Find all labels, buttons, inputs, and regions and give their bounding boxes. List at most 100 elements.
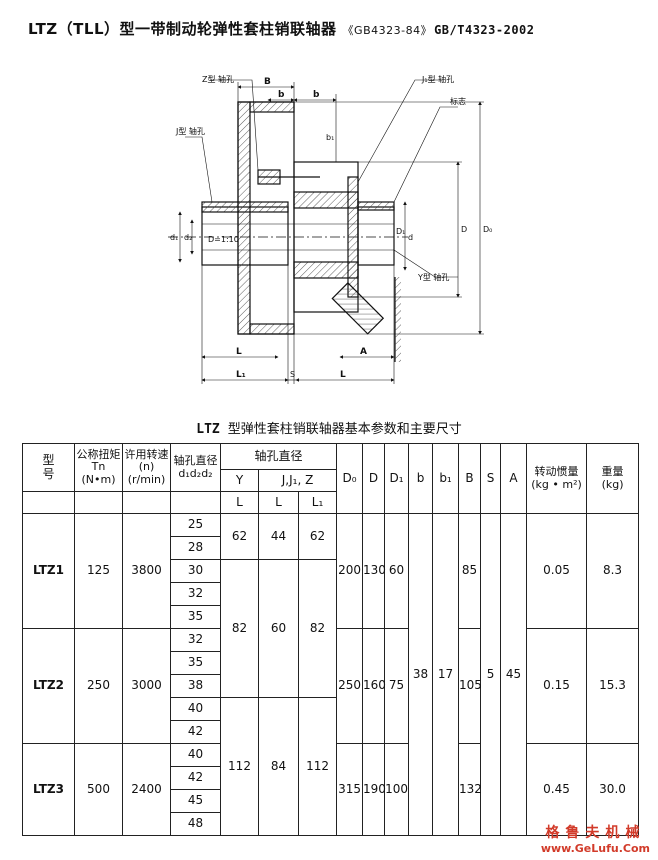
d0-ltz3: 315 <box>336 743 364 836</box>
bore-cell: 32 <box>170 628 221 652</box>
bore-cell: 48 <box>170 812 221 836</box>
header-model: 型 号 <box>22 443 75 492</box>
page-title: LTZ（TLL）型一带制动轮弹性套柱销联轴器《GB4323-84》GB/T432… <box>28 18 638 39</box>
bore-cell: 40 <box>170 743 221 767</box>
speed-ltz3: 2400 <box>122 743 171 836</box>
dim-b: b <box>278 90 285 100</box>
bore-cell: 38 <box>170 674 221 698</box>
label-y-hole: Y型 轴孔 <box>417 272 449 282</box>
d-ltz2: 160 <box>362 628 386 744</box>
header-b1: b₁ <box>432 443 460 514</box>
table-row: LTZ3 500 2400 40 315 190 100 132 0.45 30… <box>22 743 640 836</box>
model-ltz1: LTZ1 <box>22 513 75 629</box>
bore-cell: 45 <box>170 789 221 813</box>
header-weight: 重量 (kg) <box>586 443 640 514</box>
torque-ltz3: 500 <box>74 743 123 836</box>
j-length: 60 <box>258 559 299 698</box>
d0-ltz2: 250 <box>336 628 364 744</box>
header-A: A <box>500 443 528 514</box>
header-L1: L₁ <box>297 491 338 514</box>
bore-cell: 32 <box>170 582 221 606</box>
d-ltz1: 130 <box>362 513 386 629</box>
table-row: 42 <box>23 766 639 790</box>
header-inertia: 转动惯量 (kg • m²) <box>526 443 588 514</box>
model-ltz3: LTZ3 <box>22 743 75 836</box>
spec-table: 型 号 公称扭矩 Tn (N•m) 许用转速 (n) (r/min) 轴孔直径 … <box>22 443 640 836</box>
bore-cell: 35 <box>170 605 221 629</box>
bb-ltz1: 85 <box>458 513 482 629</box>
bore-cell: 25 <box>170 513 221 537</box>
speed-ltz2: 3000 <box>122 628 171 744</box>
d1-ltz3: 100 <box>384 743 410 836</box>
dim-d2: d₂ <box>184 233 192 242</box>
dim-d1: d₁ <box>170 233 178 242</box>
dim-b1: b₁ <box>326 133 334 142</box>
dim-d: d <box>408 233 413 242</box>
model-ltz2: LTZ2 <box>22 628 75 744</box>
j-length: 84 <box>258 697 299 836</box>
table-row: 45 <box>23 789 639 813</box>
torque-ltz1: 125 <box>74 513 123 629</box>
bore-cell: 40 <box>170 697 221 721</box>
coupling-outline <box>168 101 408 362</box>
header-bore-dia: 轴孔直径 d₁d₂d₂ <box>170 443 221 492</box>
header-y: Y <box>220 469 259 492</box>
header-L-j: L <box>258 491 299 514</box>
header-torque: 公称扭矩 Tn (N•m) <box>74 443 123 492</box>
dim-L-left: L <box>236 347 242 357</box>
y-length: 82 <box>220 559 259 698</box>
header-D0: D₀ <box>336 443 364 514</box>
torque-ltz2: 250 <box>74 628 123 744</box>
dim-S: S <box>290 370 295 379</box>
j-length: 44 <box>258 513 299 560</box>
drawing-labels: Z型 轴孔 J型 轴孔 J₁型 轴孔 标志 Y型 轴孔 D=1:10 B b b… <box>170 74 492 380</box>
y-length: 62 <box>220 513 259 560</box>
inertia-ltz1: 0.05 <box>526 513 588 629</box>
d0-ltz1: 200 <box>336 513 364 629</box>
dim-D1: D₁ <box>396 227 405 236</box>
caption-prefix: LTZ <box>196 422 220 437</box>
table-row: 40 112 84 112 <box>23 697 639 836</box>
d1-ltz1: 60 <box>384 513 410 629</box>
l1-length: 82 <box>297 559 338 698</box>
weight-ltz2: 15.3 <box>586 628 640 744</box>
bore-cell: 42 <box>170 720 221 744</box>
dimension-lines <box>178 79 484 384</box>
table-row: 35 <box>23 651 639 675</box>
bore-cell: 42 <box>170 766 221 790</box>
table-row: 35 <box>23 605 639 629</box>
label-j-hole: J型 轴孔 <box>175 126 205 136</box>
label-z-hole: Z型 轴孔 <box>202 74 234 84</box>
l1-length: 62 <box>297 513 338 560</box>
label-j1-hole: J₁型 轴孔 <box>421 74 454 84</box>
dim-L1: L₁ <box>236 370 246 380</box>
b-shared: 38 <box>408 513 434 836</box>
table-row: 48 <box>23 812 639 836</box>
title-std-old: 《GB4323-84》 <box>342 24 433 37</box>
d1-ltz2: 75 <box>384 628 410 744</box>
watermark-url: www.GeLufu.Com <box>540 842 650 855</box>
dim-A: A <box>360 347 367 357</box>
s-shared: 5 <box>480 513 502 836</box>
table-row: LTZ1 125 3800 25 62 44 62 200 130 60 38 … <box>22 513 640 836</box>
bb-ltz3: 132 <box>458 743 482 836</box>
dim-D0: D₀ <box>483 225 492 234</box>
label-taper: D=1:10 <box>208 235 239 244</box>
table-row: 30 82 60 82 <box>23 559 639 698</box>
watermark-cn: 格鲁夫机械 <box>545 825 646 841</box>
weight-ltz3: 30.0 <box>586 743 640 836</box>
y-length: 112 <box>220 697 259 836</box>
header-jjz: J,J₁, Z <box>257 469 338 492</box>
header-D1: D₁ <box>384 443 410 514</box>
d-ltz3: 190 <box>362 743 386 836</box>
b1-shared: 17 <box>432 513 460 836</box>
header-D: D <box>362 443 386 514</box>
header-B: B <box>458 443 482 514</box>
header-S: S <box>480 443 502 514</box>
bore-cell: 28 <box>170 536 221 560</box>
dim-B: B <box>264 77 271 87</box>
speed-ltz1: 3800 <box>122 513 171 629</box>
title-std-new: GB/T4323-2002 <box>434 23 535 37</box>
a-shared: 45 <box>500 513 528 836</box>
header-L-y: L <box>220 491 259 514</box>
